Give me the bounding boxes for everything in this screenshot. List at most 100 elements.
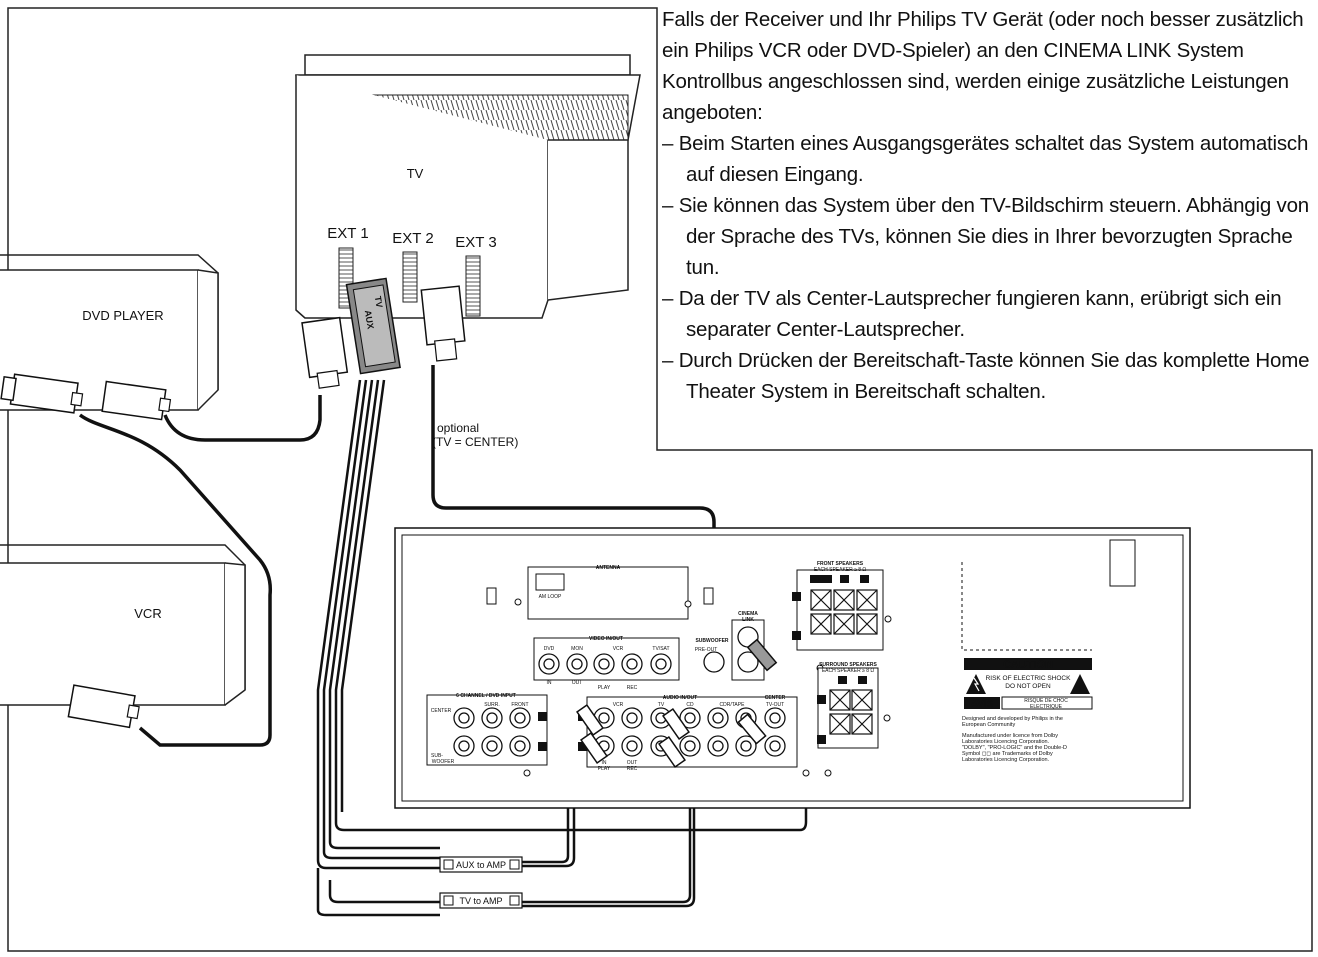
- feature-item: Da der TV als Center-Lautsprecher fungie…: [662, 283, 1312, 345]
- front-speakers-label: FRONT SPEAKERS: [817, 561, 864, 567]
- licence-text-4: Symbol ◻◻ are Trademarks of Dolby: [962, 751, 1053, 757]
- video-jacks: [538, 653, 672, 675]
- dvd-label: DVD PLAYER: [82, 308, 163, 323]
- six-center-label: CENTER: [431, 708, 452, 714]
- six-r-label: R: [539, 745, 544, 752]
- diagram-frame: [7, 7, 1313, 952]
- licence-text-3: "DOLBY", "PRO-LOGIC" and the Double-D: [962, 745, 1067, 751]
- vcr-scart-plug: [67, 684, 140, 729]
- six-woofer-label: WOOFER: [432, 759, 455, 765]
- link-label: LINK: [742, 617, 754, 623]
- video-inout-label: VIDEO IN/OUT: [589, 636, 623, 642]
- cables: [78, 365, 808, 917]
- cinema-link-note: Falls der Receiver und Ihr Philips TV Ge…: [662, 4, 1312, 407]
- risk-text-2: DO NOT OPEN: [1005, 683, 1051, 690]
- warning-icon: [1070, 674, 1090, 694]
- optional-center-label: (TV = CENTER): [432, 435, 518, 449]
- audio-r-label: R: [579, 745, 584, 752]
- risk-text-1: RISK OF ELECTRIC SHOCK: [986, 675, 1072, 682]
- plug-aux-label: AUX: [363, 309, 376, 329]
- avis-text: AVIS: [971, 699, 994, 710]
- front-plus-label: +: [794, 593, 799, 602]
- tv-to-amp-tag: TV to AMP: [439, 892, 523, 909]
- dvd-scart-plug-1: [0, 373, 84, 414]
- six-channel-jacks: [453, 707, 531, 757]
- feature-item: Durch Drücken der Bereitschaft-Taste kön…: [662, 345, 1312, 407]
- aux-to-amp-label: AUX to AMP: [456, 860, 506, 870]
- video-tvsat-label: TV/SAT: [652, 646, 669, 652]
- cinema-label: CINEMA: [738, 611, 758, 617]
- video-dvd-label: DVD: [544, 646, 555, 652]
- feature-item: Beim Starten eines Ausgangsgerätes schal…: [662, 128, 1312, 190]
- pre-out-label: PRE-OUT: [695, 647, 718, 653]
- optional-label: optional: [437, 421, 479, 435]
- audio-inout-label: AUDIO IN/OUT: [663, 695, 697, 701]
- svg-text:!: !: [1078, 684, 1081, 695]
- front-l-tag: L: [862, 577, 866, 583]
- video-in-label: IN: [547, 680, 552, 686]
- designed-text-1: Designed and developed by Philips in the: [962, 716, 1063, 722]
- ext3-label: EXT 3: [455, 234, 496, 251]
- caution-text: CAUTION: [1003, 659, 1053, 671]
- audio-center-label: CENTER: [765, 695, 786, 701]
- designed-text-2: European Community: [962, 722, 1015, 728]
- audio-in-label: IN: [602, 760, 607, 766]
- audio-tvout-label: TV-OUT: [766, 702, 784, 708]
- vcr: VCR: [0, 544, 246, 706]
- tv-label: TV: [407, 166, 424, 181]
- six-front-label: FRONT: [511, 702, 528, 708]
- six-sub-label: SUB-: [431, 753, 443, 759]
- licence-text-2: Laboratories Licencing Corporation.: [962, 739, 1050, 745]
- front-each-speaker-label: EACH SPEAKER ≥ 8 Ω: [814, 567, 867, 573]
- licence-text-5: Laboratories Licencing Corporation.: [962, 757, 1050, 763]
- antenna-label: ANTENNA: [596, 565, 621, 571]
- surround-l-tag: L: [860, 678, 864, 684]
- feature-list: Beim Starten eines Ausgangsgerätes schal…: [662, 128, 1312, 407]
- audio-rec-label: REC: [627, 766, 638, 772]
- risque-text-2: ELECTRIQUE: [1030, 704, 1063, 710]
- audio-play-label: PLAY: [598, 766, 611, 772]
- surround-speakers-label: SURROUND SPEAKERS: [819, 662, 877, 668]
- surround-minus-label: −: [819, 736, 824, 745]
- scart-plugs: TV AUX: [0, 277, 466, 729]
- front-center-tag: CENTER: [811, 577, 832, 583]
- audio-tv-label: TV: [658, 702, 665, 708]
- aux-to-amp-tag: AUX to AMP: [439, 856, 523, 873]
- surround-r-tag: R: [840, 678, 845, 684]
- surround-each-speaker-label: EACH SPEAKER ≥ 8 Ω: [822, 668, 875, 674]
- ext1-scart-plug: [301, 316, 349, 389]
- audio-vcr-label: VCR: [613, 702, 624, 708]
- six-channel-label: 6 CHANNEL / DVD INPUT: [456, 693, 516, 699]
- note-intro: Falls der Receiver und Ihr Philips TV Ge…: [662, 8, 1304, 124]
- vcr-label: VCR: [134, 606, 161, 621]
- video-mon-label: MON: [571, 646, 583, 652]
- ext2-socket: [402, 251, 418, 303]
- surround-speaker-terminals: [829, 689, 873, 735]
- receiver-back-panel: ANTENNA AM LOOP VIDEO IN/OUT DVD MON VCR…: [394, 527, 1191, 809]
- dvd-scart-plug-2: [101, 380, 172, 421]
- am-loop-label: AM LOOP: [539, 594, 562, 600]
- risque-text-1: RISQUE DE CHOC: [1024, 698, 1068, 704]
- six-surr-label: SURR.: [484, 702, 500, 708]
- feature-item: Sie können das System über den TV-Bildsc…: [662, 190, 1312, 283]
- video-vcr-label: VCR: [613, 646, 624, 652]
- six-l-label: L: [540, 715, 545, 722]
- ext3-scart-plug: [420, 285, 466, 362]
- ext3-socket: [465, 255, 481, 317]
- front-r-tag: R: [842, 577, 847, 583]
- tv-to-amp-label: TV to AMP: [459, 896, 502, 906]
- tv-set: TV EXT 1 EXT 2 EXT 3: [295, 54, 641, 319]
- front-minus-label: −: [794, 632, 799, 641]
- licence-text-1: Manufactured under licence from Dolby: [962, 733, 1058, 739]
- ext2-label: EXT 2: [392, 230, 433, 247]
- video-play-label: PLAY: [598, 685, 611, 691]
- surround-plus-label: +: [819, 696, 824, 705]
- rca-plugs: [576, 638, 778, 768]
- audio-cd-label: CD: [686, 702, 694, 708]
- plug-tv-label: TV: [373, 295, 385, 308]
- video-rec-label: REC: [627, 685, 638, 691]
- subwoofer-label: SUBWOOFER: [695, 638, 728, 644]
- audio-out-label: OUT: [627, 760, 638, 766]
- video-out-label: OUT: [572, 680, 583, 686]
